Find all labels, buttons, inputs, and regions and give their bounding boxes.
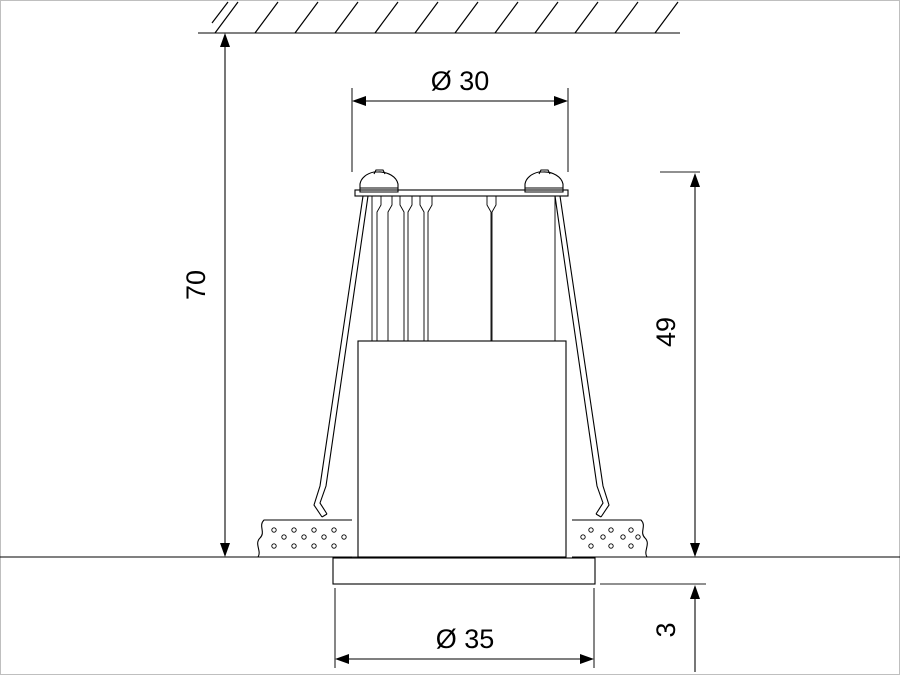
spring-clip-left: [313, 195, 369, 518]
dimension-height-49: [648, 171, 706, 558]
spring-clip-right: [554, 195, 610, 518]
ceiling-hatch: [198, 1, 680, 34]
dimension-diameter-30: [351, 88, 569, 172]
heatsink-top-plate: [354, 189, 569, 197]
driver-body: [357, 340, 567, 558]
dimension-height-70: [218, 33, 360, 558]
dimension-thickness-3: [600, 583, 706, 672]
dimension-label-diameter-30: Ø 30: [431, 66, 490, 96]
dimension-label-diameter-35: Ø 35: [436, 624, 495, 654]
screw-head-right: [524, 169, 564, 193]
heatsink-fins: [371, 196, 556, 341]
dimension-label-height-49: 49: [651, 317, 681, 347]
screw-head-left: [359, 169, 399, 193]
plasterboard-left: [256, 519, 352, 558]
dimension-diameter-35: [334, 588, 595, 668]
trim-ring: [332, 557, 596, 585]
plasterboard-right: [572, 519, 649, 558]
dimension-label-thickness-3: 3: [651, 622, 681, 637]
dimension-label-height-70: 70: [181, 270, 211, 300]
